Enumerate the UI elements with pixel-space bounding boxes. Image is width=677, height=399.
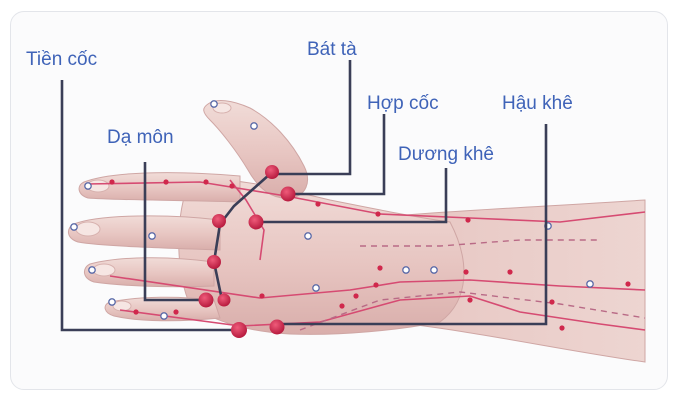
acupoint-bat-ta: [265, 165, 279, 179]
acupoint-bat-ta-2: [212, 214, 226, 228]
acupoint-hop-coc: [281, 187, 296, 202]
label-tien-coc: Tiền cốc: [26, 49, 97, 71]
label-duong-khe: Dương khê: [398, 144, 494, 166]
acupoint-tien-coc: [231, 322, 247, 338]
acupoint-bat-ta-4: [218, 294, 231, 307]
label-da-mon: Dạ môn: [107, 127, 174, 149]
label-hau-khe: Hậu khê: [502, 93, 573, 115]
label-bat-ta: Bát tà: [307, 39, 357, 61]
acupoint-hau-khe: [270, 320, 285, 335]
label-hop-coc: Hợp cốc: [367, 93, 439, 115]
acupoint-da-mon: [199, 293, 214, 308]
acupoint-duong-khe: [249, 215, 264, 230]
acupoint-bat-ta-3: [207, 255, 221, 269]
